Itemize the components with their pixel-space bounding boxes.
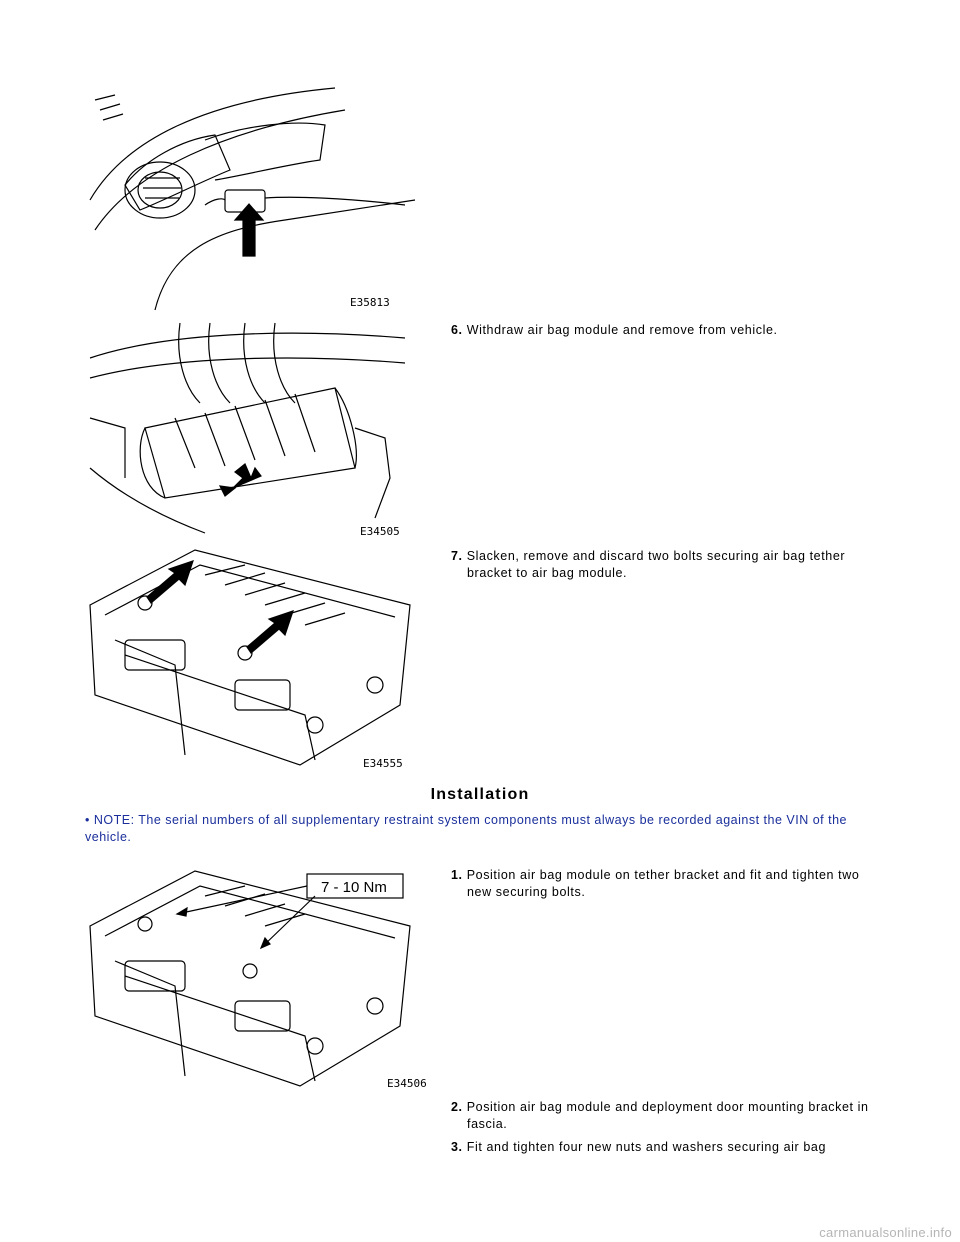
section-title-installation: Installation	[430, 786, 530, 803]
torque-callout: 7 - 10 Nm	[321, 879, 387, 896]
step-number: 6.	[451, 323, 463, 337]
step-number: 3.	[451, 1140, 463, 1154]
figure-tether-torque: 7 - 10 Nm E34506	[85, 866, 427, 1094]
figure-tether-bolts: E34555	[85, 545, 415, 773]
step-text: Position air bag module and deployment d…	[466, 1100, 869, 1131]
removal-step-7: 7. Slacken, remove and discard two bolts…	[451, 548, 887, 582]
installation-step-3: 3. Fit and tighten four new nuts and was…	[451, 1139, 887, 1156]
step-text: Slacken, remove and discard two bolts se…	[466, 549, 846, 580]
installation-step-1: 1. Position air bag module on tether bra…	[451, 867, 887, 901]
figure-airbag-withdraw: E34505	[85, 318, 415, 540]
figure-label: E34555	[363, 757, 403, 770]
figure-label: E35813	[350, 296, 390, 309]
installation-note: • NOTE: The serial numbers of all supple…	[85, 813, 847, 844]
step-text: Position air bag module on tether bracke…	[466, 868, 860, 899]
figure-connector: E35813	[85, 80, 416, 315]
step-number: 7.	[451, 549, 463, 563]
step-text: Fit and tighten four new nuts and washer…	[466, 1140, 826, 1154]
step-text: Withdraw air bag module and remove from …	[466, 323, 778, 337]
step-number: 1.	[451, 868, 463, 882]
removal-step-6: 6. Withdraw air bag module and remove fr…	[451, 322, 887, 339]
figure-label: E34505	[360, 525, 400, 538]
step-number: 2.	[451, 1100, 463, 1114]
installation-step-2: 2. Position air bag module and deploymen…	[451, 1099, 887, 1133]
figure-label: E34506	[387, 1077, 427, 1090]
watermark: carmanualsonline.info	[819, 1225, 952, 1240]
